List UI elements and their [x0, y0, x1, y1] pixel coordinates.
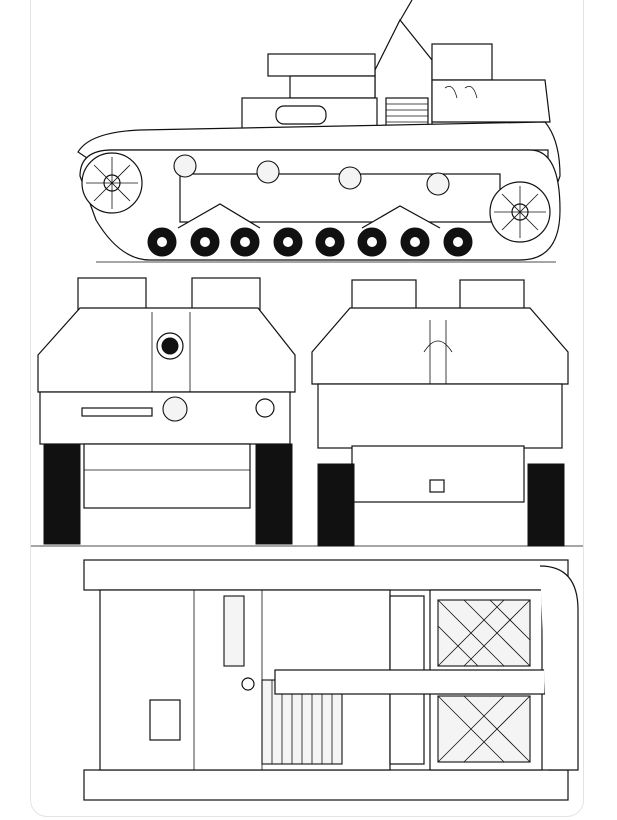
- rear-superstructure: [311, 307, 569, 385]
- towing-eye: [255, 398, 275, 418]
- top-view: [83, 559, 579, 801]
- rear-light: [429, 479, 445, 493]
- rear-lower-plate: [351, 445, 525, 503]
- driver-port-glass: [161, 337, 179, 355]
- mount-pivot: [241, 677, 255, 691]
- fuel-drum: [275, 105, 327, 125]
- blueprint-sheet: [31, 0, 583, 816]
- return-roller: [256, 160, 280, 184]
- top-left-track: [83, 559, 569, 591]
- left-track-rear: [317, 463, 355, 547]
- front-view: [37, 277, 296, 545]
- front-bumper: [81, 407, 153, 417]
- front-storage-box: [191, 277, 261, 313]
- exhaust-pipes: [444, 85, 478, 99]
- rear-frame: [539, 565, 579, 771]
- right-track-rear: [527, 463, 565, 547]
- return-roller: [338, 166, 362, 190]
- top-right-track: [83, 769, 569, 801]
- gun-barrel-top: [274, 669, 546, 695]
- upper-hull: [289, 75, 376, 99]
- rear-storage-box: [459, 279, 525, 313]
- road-wheel-hubs: [157, 237, 463, 247]
- mesh-pattern: [437, 599, 531, 763]
- return-roller: [426, 172, 450, 196]
- mesh-grille: [437, 695, 531, 763]
- idler-spokes: [494, 186, 546, 238]
- rear-hull-plate: [317, 383, 563, 449]
- bogie-arm: [177, 203, 261, 229]
- front-glacis: [83, 443, 251, 509]
- headlight: [162, 396, 188, 422]
- radiator-slats: [223, 595, 245, 667]
- driver-hatch: [149, 699, 181, 741]
- return-roller: [173, 154, 197, 178]
- engine-deck: [431, 79, 551, 123]
- bogie-arm: [361, 205, 441, 229]
- right-track-front: [255, 443, 293, 545]
- blueprint-drawing: [31, 0, 583, 801]
- sprocket-spokes: [86, 157, 138, 209]
- side-view: [77, 0, 561, 263]
- rear-view: [31, 279, 583, 547]
- left-track-front: [43, 443, 81, 545]
- ammo-box: [267, 53, 376, 77]
- front-storage-box: [77, 277, 147, 313]
- rear-deck-box: [431, 43, 493, 81]
- rear-storage-box: [351, 279, 417, 313]
- front-hull-plate: [39, 391, 291, 445]
- mesh-grille: [437, 599, 531, 667]
